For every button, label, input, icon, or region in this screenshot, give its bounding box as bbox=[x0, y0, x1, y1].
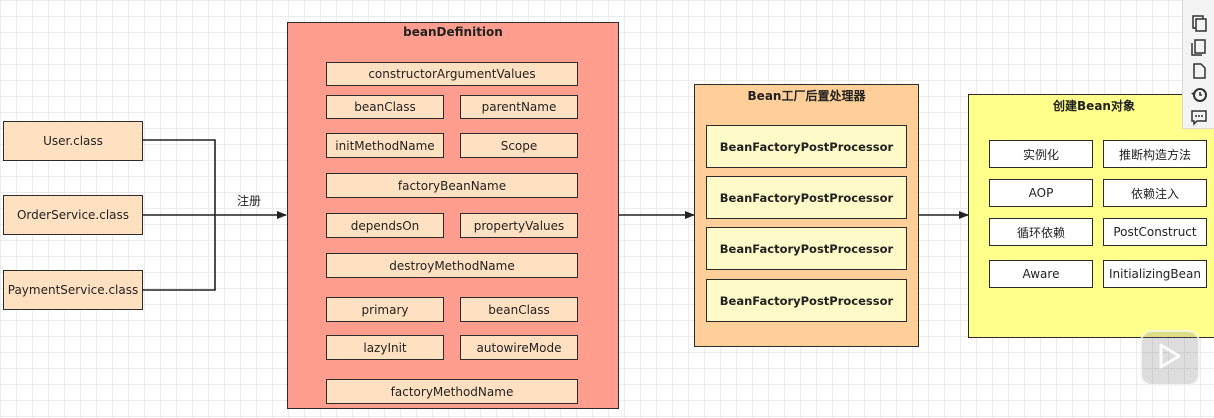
field-property-values[interactable]: propertyValues bbox=[460, 213, 578, 238]
comment-icon[interactable] bbox=[1190, 108, 1208, 126]
step-dependency-injection[interactable]: 依赖注入 bbox=[1103, 179, 1207, 207]
field-factory-bean-name[interactable]: factoryBeanName bbox=[326, 173, 578, 198]
field-lazy-init[interactable]: lazyInit bbox=[326, 335, 444, 360]
field-label: beanClass bbox=[354, 100, 416, 114]
field-label: propertyValues bbox=[473, 218, 565, 233]
document-icon[interactable] bbox=[1190, 62, 1208, 80]
connector-payment bbox=[143, 215, 216, 291]
bean-factory-post-processor-1[interactable]: BeanFactoryPostProcessor bbox=[706, 125, 907, 168]
field-constructor-argument-values[interactable]: constructorArgumentValues bbox=[326, 62, 578, 86]
source-user-class[interactable]: User.class bbox=[3, 121, 143, 161]
field-scope[interactable]: Scope bbox=[460, 133, 578, 158]
field-label: factoryMethodName bbox=[390, 384, 514, 399]
source-user-label: User.class bbox=[43, 134, 103, 148]
video-play-button[interactable] bbox=[1140, 330, 1200, 386]
field-primary[interactable]: primary bbox=[326, 297, 444, 322]
field-label: constructorArgumentValues bbox=[368, 67, 536, 81]
field-autowire-mode[interactable]: autowireMode bbox=[460, 335, 578, 360]
field-init-method-name[interactable]: initMethodName bbox=[326, 133, 444, 158]
step-initializing-bean[interactable]: InitializingBean bbox=[1103, 260, 1207, 288]
bean-factory-post-processor-4[interactable]: BeanFactoryPostProcessor bbox=[706, 279, 907, 322]
field-bean-class[interactable]: beanClass bbox=[326, 95, 444, 119]
field-factory-method-name[interactable]: factoryMethodName bbox=[326, 379, 578, 404]
register-edge-label: 注册 bbox=[237, 194, 262, 208]
field-label: parentName bbox=[481, 100, 557, 114]
step-label: PostConstruct bbox=[1113, 225, 1197, 239]
play-icon bbox=[1159, 343, 1181, 369]
field-label: initMethodName bbox=[335, 138, 435, 153]
step-label: 循环依赖 bbox=[1016, 225, 1065, 240]
field-label: Scope bbox=[500, 138, 538, 153]
bean-factory-post-processor-3[interactable]: BeanFactoryPostProcessor bbox=[706, 227, 907, 270]
step-label: 实例化 bbox=[1022, 147, 1059, 162]
source-payment-service-class[interactable]: PaymentService.class bbox=[3, 270, 143, 310]
processor-label: BeanFactoryPostProcessor bbox=[719, 139, 894, 154]
processor-label: BeanFactoryPostProcessor bbox=[719, 190, 894, 205]
create-bean-title: 创建Bean对象 bbox=[1053, 99, 1135, 113]
step-post-construct[interactable]: PostConstruct bbox=[1103, 218, 1207, 246]
pages-icon[interactable] bbox=[1190, 38, 1208, 56]
step-label: Aware bbox=[1022, 267, 1060, 281]
source-payment-label: PaymentService.class bbox=[7, 283, 139, 297]
history-icon[interactable] bbox=[1190, 86, 1208, 104]
field-label: dependsOn bbox=[350, 218, 420, 233]
processor-label: BeanFactoryPostProcessor bbox=[719, 241, 894, 256]
step-circular-dependency[interactable]: 循环依赖 bbox=[989, 218, 1093, 246]
bean-factory-post-processor-2[interactable]: BeanFactoryPostProcessor bbox=[706, 176, 907, 219]
field-parent-name[interactable]: parentName bbox=[460, 95, 578, 119]
step-aware[interactable]: Aware bbox=[989, 260, 1093, 288]
field-label: factoryBeanName bbox=[397, 178, 507, 193]
source-order-service-class[interactable]: OrderService.class bbox=[3, 195, 143, 235]
field-bean-class-2[interactable]: beanClass bbox=[460, 297, 578, 322]
create-bean-container[interactable]: 创建Bean对象 bbox=[968, 94, 1214, 338]
side-toolbar bbox=[1182, 0, 1214, 129]
bean-definition-title: beanDefinition bbox=[403, 25, 503, 39]
source-order-label: OrderService.class bbox=[16, 208, 130, 222]
field-label: autowireMode bbox=[476, 340, 562, 355]
step-instantiate[interactable]: 实例化 bbox=[989, 140, 1093, 168]
field-label: primary bbox=[361, 302, 409, 317]
step-label: 推断构造方法 bbox=[1118, 147, 1191, 162]
step-label: AOP bbox=[1028, 186, 1054, 200]
connector-user bbox=[143, 139, 216, 215]
step-label: 依赖注入 bbox=[1130, 186, 1179, 201]
factory-post-processor-title: Bean工厂后置处理器 bbox=[747, 89, 866, 103]
field-label: beanClass bbox=[488, 302, 550, 317]
field-depends-on[interactable]: dependsOn bbox=[326, 213, 444, 238]
processor-label: BeanFactoryPostProcessor bbox=[719, 293, 894, 308]
field-destroy-method-name[interactable]: destroyMethodName bbox=[326, 253, 578, 278]
field-label: destroyMethodName bbox=[389, 258, 515, 273]
copy-icon[interactable] bbox=[1190, 14, 1208, 32]
step-label: InitializingBean bbox=[1109, 267, 1201, 281]
field-label: lazyInit bbox=[363, 340, 407, 355]
step-infer-constructor[interactable]: 推断构造方法 bbox=[1103, 140, 1207, 168]
step-aop[interactable]: AOP bbox=[989, 179, 1093, 207]
